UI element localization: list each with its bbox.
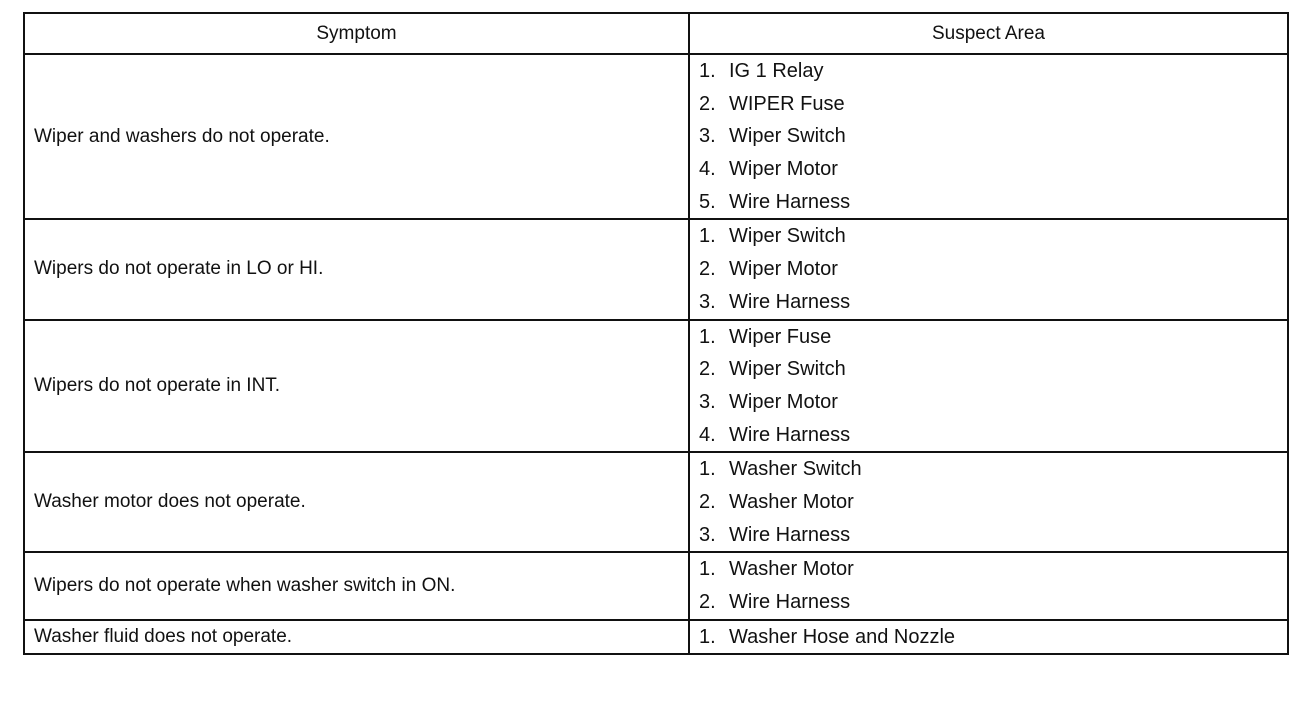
troubleshooting-table: Symptom Suspect Area Wiper and washers d… — [23, 12, 1289, 656]
suspect-list: 1. Washer Motor 2. Wire Harness — [699, 553, 1287, 618]
symptom-cell: Wipers do not operate when washer switch… — [23, 551, 690, 621]
suspect-item-label: Wiper Motor — [729, 158, 838, 181]
suspect-item: 5. Wire Harness — [699, 186, 1287, 219]
table-row: Wiper and washers do not operate. 1. IG 1 … — [23, 52, 1289, 221]
suspect-list: 1. Wiper Fuse 2. Wiper Switch 3. Wiper Motor 4… — [699, 321, 1287, 452]
suspect-list: 1. Washer Switch 2. Washer Motor 3. Wire Harn… — [699, 453, 1287, 551]
suspect-item-label: Wiper Motor — [729, 258, 838, 281]
symptom-cell: Wiper and washers do not operate. — [23, 52, 690, 221]
table-row: Wipers do not operate in INT. 1. Wiper Fus… — [23, 318, 1289, 454]
suspect-item-label: Washer Motor — [729, 558, 854, 581]
suspect-item-number: 2. — [699, 258, 716, 281]
symptom-cell: Washer motor does not operate. — [23, 451, 690, 554]
suspect-item-label: Wire Harness — [729, 591, 851, 613]
header-suspect-area: Suspect Area — [688, 12, 1289, 55]
table-body: Wiper and washers do not operate. 1. IG 1 … — [23, 52, 1289, 656]
suspect-item: 4. Wire Harness — [699, 419, 1287, 452]
symptom-cell: Wipers do not operate in INT. — [23, 318, 690, 454]
suspect-item: 3. Wiper Switch — [699, 120, 1287, 153]
table-row: Washer motor does not operate. 1. Washer S… — [23, 451, 1289, 554]
suspect-item: 4. Wiper Motor — [699, 153, 1287, 186]
table-header-row: Symptom Suspect Area — [23, 12, 1289, 55]
suspect-item: 1. Wiper Switch — [699, 220, 1287, 253]
suspect-item: 1. Wiper Fuse — [699, 321, 1287, 354]
suspect-item-label: Washer Motor — [729, 490, 854, 513]
suspect-item-label: Wire Harness — [729, 290, 851, 313]
suspect-item-label: WIPER Fuse — [729, 92, 845, 115]
suspect-item: 2. Washer Motor — [699, 486, 1287, 519]
suspect-item-label: Wire Harness — [729, 423, 851, 446]
symptom-cell: Washer fluid does not operate. — [23, 618, 690, 656]
suspect-item-label: Wiper Fuse — [729, 325, 832, 348]
suspect-item: 3. Wire Harness — [699, 519, 1287, 552]
suspect-item-number: 2. — [699, 358, 716, 381]
suspect-item-number: 1. — [699, 225, 716, 248]
suspect-item-number: 2. — [699, 490, 716, 513]
suspect-item-number: 5. — [699, 190, 716, 213]
suspect-item-label: Wire Harness — [729, 190, 851, 213]
suspect-item: 3. Wire Harness — [699, 286, 1287, 319]
suspect-item-number: 1. — [699, 558, 716, 581]
suspect-area-cell: 1. IG 1 Relay 2. WIPER Fuse 3. Wiper Switch 4.… — [688, 52, 1289, 221]
table-row: Wipers do not operate when washer switch… — [23, 551, 1289, 621]
suspect-item: 1. Washer Motor — [699, 553, 1287, 586]
suspect-area-cell: 1. Washer Switch 2. Washer Motor 3. Wire Harn… — [688, 451, 1289, 554]
table-row: Washer fluid does not operate. 1. Washer H… — [23, 618, 1289, 656]
suspect-area-cell: 1. Washer Motor 2. Wire Harness — [688, 551, 1289, 621]
suspect-item-number: 1. — [699, 60, 716, 82]
suspect-item-number: 2. — [699, 591, 716, 613]
table-row: Wipers do not operate in LO or HI. 1. Wipe… — [23, 218, 1289, 321]
suspect-area-cell: 1. Wiper Fuse 2. Wiper Switch 3. Wiper Motor 4… — [688, 318, 1289, 454]
suspect-list: 1. Washer Hose and Nozzle — [699, 621, 1287, 654]
suspect-item-number: 1. — [699, 458, 716, 481]
suspect-area-cell: 1. Washer Hose and Nozzle — [688, 618, 1289, 656]
suspect-item-number: 2. — [699, 92, 716, 115]
suspect-item-label: Washer Switch — [729, 458, 862, 481]
suspect-item-number: 1. — [699, 325, 716, 348]
suspect-item: 1. Washer Hose and Nozzle — [699, 621, 1287, 654]
suspect-area-cell: 1. Wiper Switch 2. Wiper Motor 3. Wire Harnes… — [688, 218, 1289, 321]
suspect-item: 2. WIPER Fuse — [699, 88, 1287, 121]
suspect-item-number: 3. — [699, 523, 716, 546]
suspect-item: 1. IG 1 Relay — [699, 55, 1287, 88]
suspect-item-label: Wiper Motor — [729, 390, 838, 413]
suspect-item: 2. Wiper Motor — [699, 253, 1287, 286]
suspect-item: 1. Washer Switch — [699, 453, 1287, 486]
suspect-item-number: 4. — [699, 423, 716, 446]
suspect-item-number: 3. — [699, 390, 716, 413]
suspect-item-label: Wire Harness — [729, 523, 851, 546]
symptom-cell: Wipers do not operate in LO or HI. — [23, 218, 690, 321]
suspect-item-label: IG 1 Relay — [729, 60, 824, 82]
header-symptom: Symptom — [23, 12, 690, 55]
suspect-item-label: Wiper Switch — [729, 225, 846, 248]
suspect-item-number: 3. — [699, 125, 716, 148]
suspect-item: 3. Wiper Motor — [699, 386, 1287, 419]
suspect-list: 1. IG 1 Relay 2. WIPER Fuse 3. Wiper Switch 4.… — [699, 55, 1287, 218]
suspect-item: 2. Wiper Switch — [699, 353, 1287, 386]
suspect-item-number: 3. — [699, 290, 716, 313]
suspect-list: 1. Wiper Switch 2. Wiper Motor 3. Wire Harnes… — [699, 220, 1287, 318]
suspect-item-number: 1. — [699, 625, 716, 648]
suspect-item-label: Wiper Switch — [729, 358, 846, 381]
suspect-item: 2. Wire Harness — [699, 586, 1287, 619]
suspect-item-label: Washer Hose and Nozzle — [729, 625, 956, 648]
suspect-item-number: 4. — [699, 158, 716, 181]
suspect-item-label: Wiper Switch — [729, 125, 846, 148]
